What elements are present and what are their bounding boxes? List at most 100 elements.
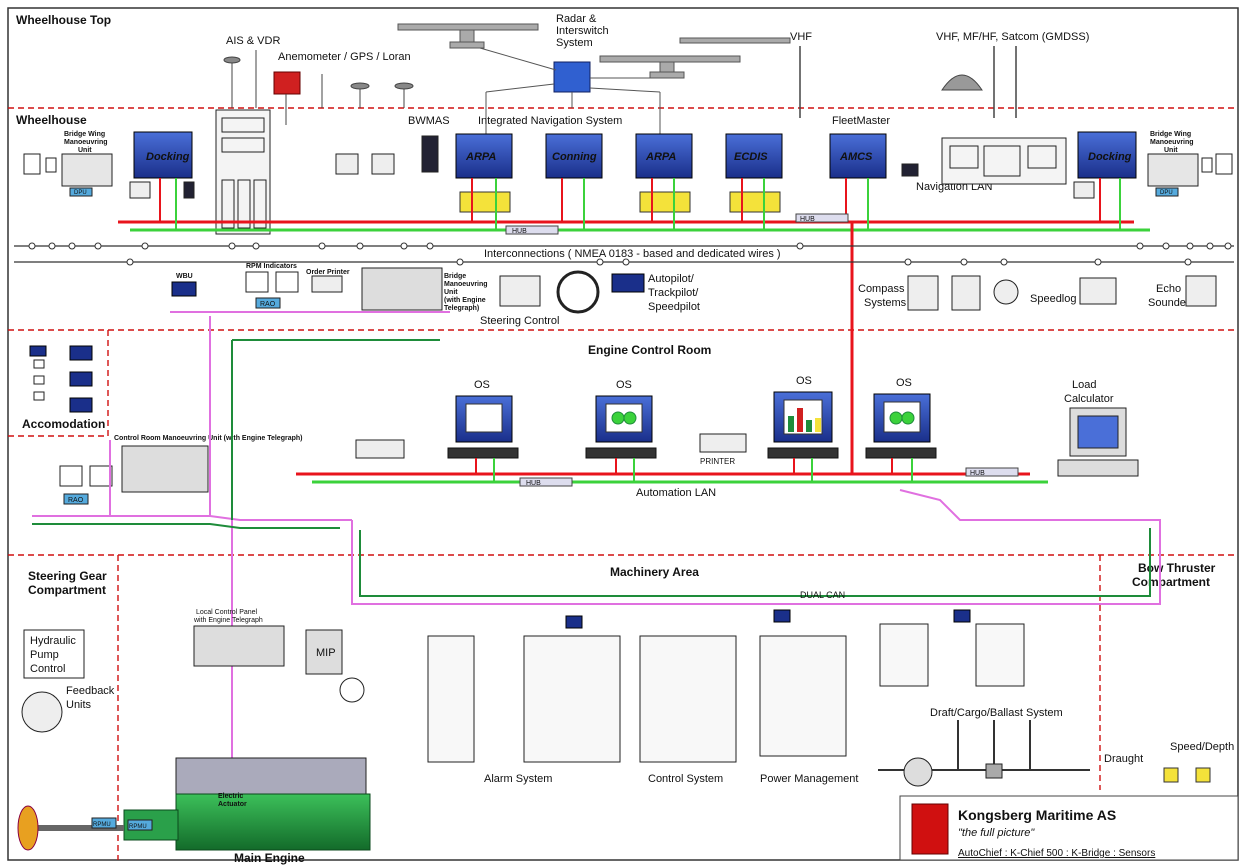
zone-title-wheelhouse-top: Wheelhouse Top — [16, 13, 111, 27]
brand-company: Kongsberg Maritime AS — [958, 807, 1116, 823]
hydraulic-label-2: Pump — [30, 649, 59, 661]
bmu-label-3: Unit — [444, 289, 458, 296]
dual-can-label: DUAL CAN — [800, 590, 845, 600]
wbu-icon — [171, 281, 197, 297]
dpu-right-text: DPU — [1160, 190, 1173, 196]
steering-wheel-icon — [556, 270, 600, 314]
main-engine-label: Main Engine — [234, 851, 305, 865]
bridge-wing-unit-left — [61, 153, 113, 197]
ecr-rpm-icons — [59, 465, 113, 487]
vdr-capsule-icon — [273, 71, 301, 95]
gmdss-console-icon — [941, 137, 1067, 185]
alarm-horn-icons — [33, 359, 45, 401]
auto-hub-label: HUB — [526, 480, 541, 487]
screen-docking-left: Docking — [146, 151, 190, 163]
ecr-printer-1-icon — [355, 439, 405, 459]
label-bwmas: BWMAS — [408, 115, 450, 127]
mip-icon — [305, 629, 343, 675]
brand-products: AutoChief : K-Chief 500 : K-Bridge : Sen… — [958, 848, 1155, 859]
order-printer-icon — [311, 275, 343, 293]
bridge-manoeuvring-unit-icon — [361, 267, 443, 311]
nav-screens — [133, 131, 1137, 179]
zone-title-steering-gear: Steering Gear — [28, 569, 107, 583]
local-control-panel-icon — [193, 625, 285, 667]
auto-hub-2-icon — [965, 467, 1019, 477]
label-radar-3: System — [556, 37, 593, 49]
autopilot-label-3: Speedpilot — [648, 301, 700, 313]
compass-2-icon — [951, 275, 981, 311]
bwmu-left-label-3: Unit — [78, 147, 92, 154]
joystick-icon — [129, 181, 151, 199]
joystick-right-icon — [1073, 181, 1095, 199]
label-ins: Integrated Navigation System — [478, 115, 622, 127]
rpm-indicator-icons — [245, 271, 299, 293]
crmu-icon — [121, 445, 209, 493]
hydraulic-label-1: Hydraulic — [30, 635, 76, 647]
zone-borders — [8, 107, 1238, 860]
zone-title-machinery-area: Machinery Area — [610, 565, 699, 579]
echo-label-2: Sounder — [1148, 297, 1190, 309]
steering-panel-icon — [499, 275, 541, 307]
load-calc-label-2: Calculator — [1064, 393, 1114, 405]
auto-hub-icon — [519, 477, 573, 487]
zone-title-bow-thruster-2: Compartment — [1132, 575, 1210, 589]
vhf-antenna-icon — [799, 46, 1017, 118]
label-radar-2: Interswitch — [556, 25, 609, 37]
os-indicators — [611, 411, 915, 425]
load-calc-label-1: Load — [1072, 379, 1096, 391]
rao-ecr-icon — [63, 493, 89, 505]
control-system-label: Control System — [648, 773, 723, 785]
bwmu-left-label-2: Manoeuvring — [64, 139, 108, 146]
ballast-valve-icon — [985, 763, 1003, 779]
zone-title-wheelhouse: Wheelhouse — [16, 113, 87, 127]
os-workstations — [455, 391, 931, 443]
brand-slogan: "the full picture" — [958, 827, 1035, 839]
speed-depth-sensor-icons — [1163, 767, 1211, 783]
screen-docking-right: Docking — [1088, 151, 1132, 163]
zone-title-bow-thruster: Bow Thruster — [1138, 561, 1216, 575]
steering-control-label: Steering Control — [480, 315, 560, 327]
crmu-label: Control Room Manoeuvring Unit (with Engi… — [114, 435, 302, 442]
bmu-label-5: Telegraph) — [444, 305, 479, 312]
compass-label-1: Compass — [858, 283, 905, 295]
feedback-label-2: Units — [66, 699, 92, 711]
bwmu-right-label-3: Unit — [1164, 147, 1178, 154]
bus-nodes — [28, 242, 1232, 266]
mip-sensor-icon — [339, 677, 365, 703]
dpu-left-text: DPU — [74, 190, 87, 196]
label-fleetmaster: FleetMaster — [832, 115, 890, 127]
label-gmdss: VHF, MF/HF, Satcom (GMDSS) — [936, 31, 1089, 43]
feedback-label-1: Feedback — [66, 685, 115, 697]
os-keyboards — [447, 447, 937, 459]
zone-title-engine-control-room: Engine Control Room — [588, 343, 711, 357]
electric-actuator-label-1: Electric — [218, 793, 243, 800]
ballast-label: Draft/Cargo/Ballast System — [930, 707, 1063, 719]
autopilot-label-1: Autopilot/ — [648, 273, 695, 285]
electric-actuator-label-2: Actuator — [218, 801, 247, 808]
draught-label: Draught — [1104, 753, 1143, 765]
gauge-icons — [23, 153, 1233, 175]
echo-label-1: Echo — [1156, 283, 1181, 295]
rao-bridge-label: RAO — [260, 301, 276, 308]
bwmu-right-label-1: Bridge Wing — [1150, 131, 1191, 138]
hydraulic-motor-icon — [21, 691, 63, 733]
automation-lan-label: Automation LAN — [636, 487, 716, 499]
satcom-dome-icon — [941, 74, 983, 91]
os-1-label: OS — [474, 379, 490, 391]
nav-hub-icon — [505, 225, 559, 235]
speed-depth-label: Speed/Depth — [1170, 741, 1234, 753]
wbu-small-icon — [183, 181, 195, 199]
local-panel-label-2: with Engine Telegraph — [193, 617, 263, 624]
bridge-wing-unit-right — [1147, 153, 1199, 197]
autopilot-icon — [611, 273, 645, 293]
os-2-label: OS — [616, 379, 632, 391]
compass-label-2: Systems — [864, 297, 907, 309]
rao-ecr-label: RAO — [68, 497, 84, 504]
bwmu-right-label-2: Manoeuvring — [1150, 139, 1194, 146]
bmu-label-2: Manoeuvring — [444, 281, 488, 288]
keyboard-icons — [459, 191, 781, 213]
speedlog-icon — [1079, 277, 1117, 305]
hydraulic-label-3: Control — [30, 663, 65, 675]
dpu-cabinets — [427, 623, 1025, 763]
